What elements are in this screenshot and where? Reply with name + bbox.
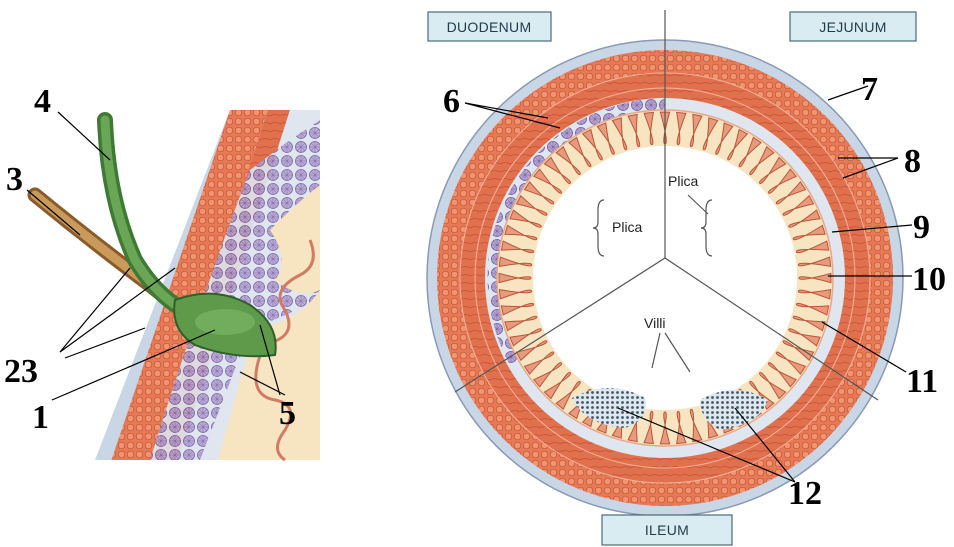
callout-1: 1 (32, 399, 49, 436)
segment-label-duodenum: DUODENUM (428, 12, 551, 41)
callout-3: 3 (6, 161, 23, 198)
callout-10: 10 (912, 261, 946, 298)
plica-label-left: Plica (612, 219, 643, 235)
villi-label: Villi (644, 315, 666, 331)
svg-text:DUODENUM: DUODENUM (447, 19, 532, 35)
segment-label-ileum: ILEUM (602, 515, 732, 545)
callout-12: 12 (788, 475, 822, 512)
intestine-cross-section (427, 10, 903, 516)
callout-5: 5 (279, 395, 296, 432)
callout-11: 11 (906, 363, 938, 400)
callout-8: 8 (904, 143, 921, 180)
plica-label-right: Plica (668, 173, 699, 189)
callout-7: 7 (861, 71, 878, 108)
callout-6: 6 (443, 83, 460, 120)
segment-label-jejunum: JEJUNUM (790, 12, 916, 41)
svg-text:ILEUM: ILEUM (645, 522, 689, 538)
callout-9: 9 (913, 209, 930, 246)
callout-23: 23 (4, 353, 38, 390)
svg-text:JEJUNUM: JEJUNUM (819, 19, 886, 35)
callout-4: 4 (34, 83, 51, 120)
